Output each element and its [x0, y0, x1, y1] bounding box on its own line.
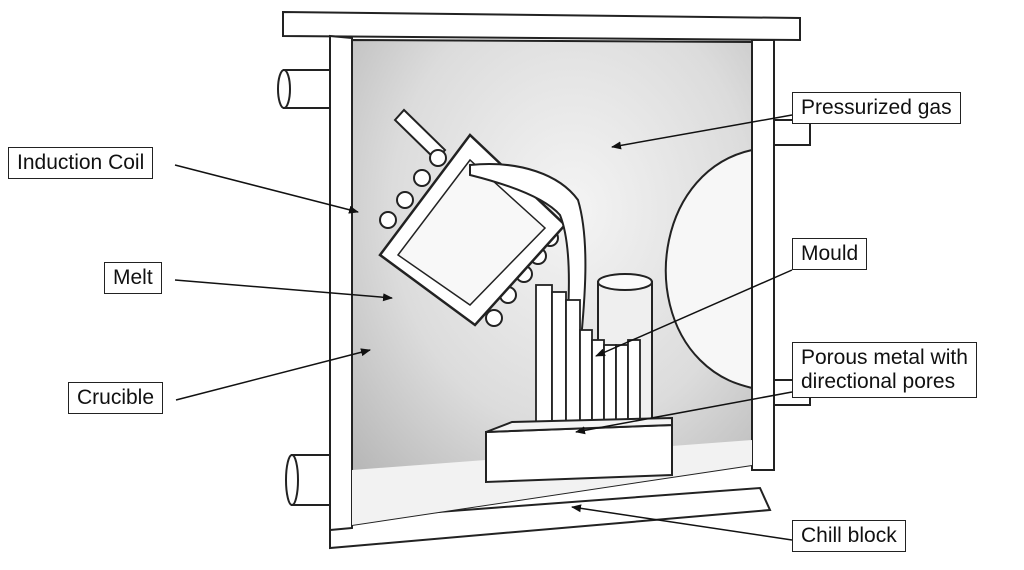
chamber-housing — [277, 10, 811, 550]
arrow-mould — [595, 269, 793, 357]
label-induction-coil: Induction Coil — [8, 147, 154, 179]
label-crucible: Crucible — [68, 382, 164, 414]
chill-block — [485, 416, 673, 484]
arrow-crucible — [175, 348, 371, 401]
porous-metal-rods — [535, 284, 641, 446]
label-melt: Melt — [104, 262, 162, 294]
label-chill-block: Chill block — [792, 520, 906, 552]
leader-arrows — [174, 114, 793, 541]
label-mould: Mould — [792, 238, 868, 270]
gas-inlet-pipe — [393, 108, 447, 162]
arrow-induction-coil — [174, 164, 359, 214]
arrow-pressurized-gas — [611, 114, 793, 150]
viewport-window — [664, 148, 753, 390]
label-pressurized-gas: Pressurized gas — [792, 92, 961, 124]
arrow-porous-metal — [575, 391, 793, 435]
label-porous-metal: Porous metal with directional pores — [792, 342, 977, 398]
arrow-melt — [174, 279, 393, 302]
arrow-chill-block — [571, 504, 793, 541]
